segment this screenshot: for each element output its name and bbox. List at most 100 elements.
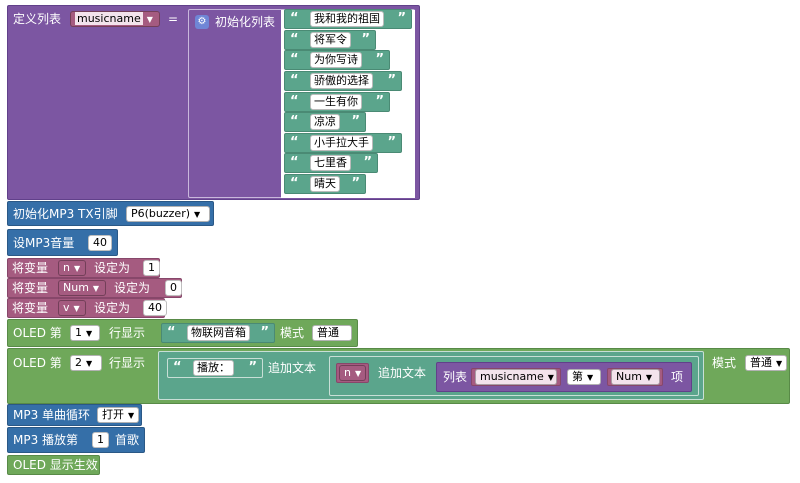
- value-input[interactable]: 40: [143, 300, 167, 316]
- list-variable-name: musicname: [75, 12, 143, 25]
- gear-icon[interactable]: ⚙: [195, 15, 209, 29]
- list-item[interactable]: “ 晴天 ”: [284, 174, 366, 194]
- index-mode-dropdown[interactable]: 第▼: [567, 369, 601, 385]
- list-item[interactable]: “ 骄傲的选择 ”: [284, 71, 402, 91]
- list-get-item-block[interactable]: 列表 musicname▼ 第▼ Num▼ 项: [436, 362, 692, 392]
- mode-label: 模式: [280, 326, 305, 340]
- item-label: 项: [671, 370, 684, 384]
- line-number-dropdown[interactable]: 1▼: [70, 325, 100, 341]
- mode-dropdown[interactable]: 普通▼: [745, 355, 787, 371]
- list-item[interactable]: “ 为你写诗 ”: [284, 50, 390, 70]
- mp3-loop-block[interactable]: MP3 单曲循环 打开▼: [7, 404, 142, 426]
- set-variable-label: 将变量: [12, 301, 49, 315]
- open-quote-icon: “: [290, 52, 299, 67]
- open-quote-icon: “: [167, 325, 176, 340]
- list-item[interactable]: “ 一生有你 ”: [284, 92, 390, 112]
- variable-n-block[interactable]: n▼: [336, 363, 369, 383]
- list-item-text[interactable]: 为你写诗: [310, 52, 362, 68]
- mp3-play-label: MP3 播放第: [13, 433, 79, 447]
- volume-input[interactable]: 40: [88, 235, 112, 251]
- close-quote-icon: ”: [361, 32, 370, 47]
- list-item-text[interactable]: 骄傲的选择: [310, 73, 373, 89]
- chevron-down-icon: ▼: [128, 411, 135, 420]
- variable-name: Num: [63, 281, 89, 294]
- open-quote-icon: “: [290, 135, 299, 150]
- mp3-volume-label: 设MP3音量: [13, 236, 75, 250]
- close-quote-icon: ”: [375, 94, 384, 109]
- list-item-text[interactable]: 我和我的祖国: [310, 11, 384, 27]
- chevron-down-icon: ▼: [354, 369, 362, 378]
- list-item-text[interactable]: 将军令: [310, 32, 351, 48]
- index-mode-value: 第: [572, 370, 583, 383]
- set-to-label: 设定为: [94, 301, 131, 315]
- oled-text[interactable]: 物联网音箱: [187, 325, 250, 341]
- list-item[interactable]: “ 小手拉大手 ”: [284, 133, 402, 153]
- inner-append-text-block[interactable]: n▼ 追加文本 列表 musicname▼ 第▼ Num▼ 项: [329, 356, 699, 396]
- list-item-text[interactable]: 一生有你: [310, 94, 362, 110]
- list-item-text[interactable]: 七里香: [310, 155, 351, 171]
- equals-sign: =: [168, 12, 179, 26]
- list-item[interactable]: “ 七里香 ”: [284, 153, 378, 173]
- variable-name: n: [63, 261, 70, 274]
- chevron-down-icon: ▼: [146, 15, 153, 24]
- mode-label: 模式: [712, 356, 737, 370]
- mp3-play-block[interactable]: MP3 播放第 1 首歌: [7, 427, 145, 453]
- mode-value: 普通: [750, 356, 772, 369]
- tx-pin-dropdown[interactable]: P6(buzzer)▼: [126, 206, 210, 222]
- oled-prefix-string[interactable]: “ 播放： ”: [167, 358, 263, 378]
- list-item[interactable]: “ 我和我的祖国 ”: [284, 9, 412, 29]
- list-label: 列表: [443, 370, 468, 384]
- append-text-label: 追加文本: [378, 366, 427, 380]
- list-variable-block[interactable]: musicname▼: [471, 368, 561, 386]
- oled-refresh-block[interactable]: OLED 显示生效: [7, 455, 100, 475]
- oled-line1-block[interactable]: OLED 第 1▼ 行显示 “ 物联网音箱 ” 模式 普通: [7, 319, 358, 347]
- list-variable-dropdown[interactable]: musicname▼: [70, 11, 160, 27]
- oled-prefix-text[interactable]: 播放：: [193, 360, 234, 376]
- line-number: 1: [75, 326, 82, 339]
- song-suffix-label: 首歌: [115, 433, 140, 447]
- open-quote-icon: “: [290, 11, 299, 26]
- set-to-label: 设定为: [114, 281, 151, 295]
- loop-dropdown[interactable]: 打开▼: [97, 407, 139, 423]
- close-quote-icon: ”: [363, 155, 372, 170]
- close-quote-icon: ”: [248, 360, 257, 375]
- close-quote-icon: ”: [260, 325, 269, 340]
- mp3-init-label: 初始化MP3 TX引脚: [13, 207, 118, 221]
- chevron-down-icon: ▼: [86, 359, 93, 368]
- mp3-volume-block[interactable]: 设MP3音量 40: [7, 229, 118, 256]
- set-variable-block[interactable]: 将变量 n▼ 设定为 1: [7, 258, 160, 278]
- variable-dropdown[interactable]: v▼: [58, 300, 86, 316]
- chevron-down-icon: ▼: [73, 304, 80, 313]
- chevron-down-icon: ▼: [86, 329, 93, 338]
- value-input[interactable]: 1: [143, 260, 160, 276]
- variable-dropdown[interactable]: Num▼: [58, 280, 106, 296]
- set-variable-block[interactable]: 将变量 v▼ 设定为 40: [7, 298, 167, 318]
- chevron-down-icon: ▼: [194, 210, 201, 219]
- track-number-input[interactable]: 1: [92, 432, 109, 448]
- show-label: 行显示: [109, 356, 146, 370]
- index-variable-block[interactable]: Num▼: [607, 368, 663, 386]
- oled-line-label: OLED 第: [13, 326, 62, 340]
- variable-name: n: [344, 366, 351, 379]
- line-number-dropdown[interactable]: 2▼: [70, 355, 102, 371]
- list-item[interactable]: “ 凉凉 ”: [284, 112, 366, 132]
- list-variable-dropdown[interactable]: musicname▼: [475, 369, 557, 385]
- index-variable-dropdown[interactable]: Num▼: [611, 369, 660, 385]
- value-input[interactable]: 0: [165, 280, 182, 296]
- oled-text-string[interactable]: “ 物联网音箱 ”: [161, 323, 275, 343]
- variable-dropdown[interactable]: n▼: [58, 260, 86, 276]
- variable-dropdown[interactable]: n▼: [339, 365, 366, 381]
- set-to-label: 设定为: [94, 261, 131, 275]
- list-item-text[interactable]: 凉凉: [310, 114, 340, 130]
- list-item[interactable]: “ 将军令 ”: [284, 30, 376, 50]
- append-text-block[interactable]: “ 播放： ” 追加文本 n▼ 追加文本 列表 musicname▼ 第▼ N: [158, 351, 704, 400]
- tx-pin-value: P6(buzzer): [131, 207, 191, 220]
- set-variable-block[interactable]: 将变量 Num▼ 设定为 0: [7, 278, 182, 298]
- init-list-label: 初始化列表: [215, 15, 276, 29]
- mode-dropdown[interactable]: 普通: [312, 325, 352, 341]
- chevron-down-icon: ▼: [587, 373, 594, 382]
- list-item-text[interactable]: 小手拉大手: [310, 135, 373, 151]
- chevron-down-icon: ▼: [73, 264, 81, 273]
- list-item-text[interactable]: 晴天: [310, 176, 340, 192]
- mp3-init-block[interactable]: 初始化MP3 TX引脚 P6(buzzer)▼: [7, 201, 214, 226]
